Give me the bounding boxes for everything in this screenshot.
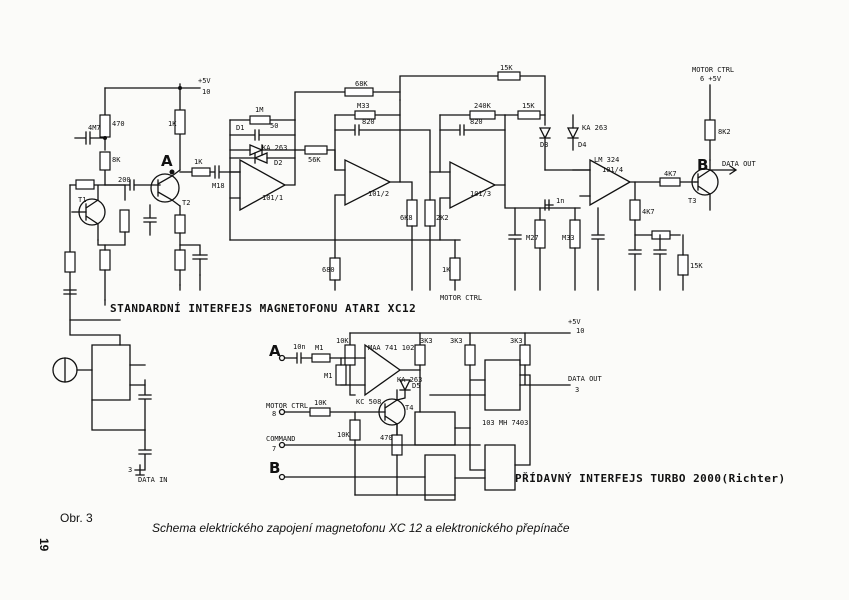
tape-connector-switch	[52, 319, 152, 476]
val-2k2: 2K2	[436, 214, 449, 222]
val-10k-c: 10K	[337, 431, 350, 439]
mid-supply-label: +5V	[568, 318, 581, 326]
ic-103-label: 103 MH 7403	[482, 419, 528, 427]
turbo2000-interface-circuit	[278, 332, 571, 501]
motor-ctrl-top-pin: 6 +5V	[700, 75, 722, 83]
val-1k: 1K	[168, 120, 177, 128]
data-out-bottom-label: DATA OUT	[568, 375, 603, 383]
standard-interface-circuit	[63, 71, 738, 321]
node-b-bottom: B	[269, 459, 280, 477]
val-m18: M18	[212, 182, 225, 190]
val-820a: 820	[362, 118, 375, 126]
command-label: COMMAND	[266, 435, 296, 443]
data-in-label: DATA IN	[138, 476, 168, 484]
val-56k: 56K	[308, 156, 321, 164]
val-820b: 820	[470, 118, 483, 126]
val-15k-b: 15K	[522, 102, 535, 110]
val-200: 200	[118, 176, 131, 184]
val-6k8: 6K8	[400, 214, 413, 222]
top-supply-label: +5V	[198, 77, 211, 85]
val-m1: M1	[315, 344, 323, 352]
figure-caption: Schema elektrického zapojení magnetofonu…	[152, 521, 570, 535]
val-m33b: M33	[562, 234, 575, 242]
val-10n: 10n	[293, 343, 306, 351]
kc508-label: KC 508	[356, 398, 381, 406]
turbo-interface-title: PŘÍDAVNÝ INTERFEJS TURBO 2000(Richter)	[515, 472, 786, 485]
val-3k3c: 3K3	[510, 337, 523, 345]
val-1k-mc: 1K	[442, 266, 451, 274]
val-240k: 240K	[474, 102, 492, 110]
data-out-bottom-pin: 3	[575, 386, 579, 394]
val-15k-c: 15K	[690, 262, 703, 270]
val-68k: 68K	[355, 80, 368, 88]
node-labels: A B A B	[161, 152, 708, 477]
data-out-top-label: DATA OUT	[722, 160, 757, 168]
page-number: 19	[37, 538, 51, 552]
val-3k3a: 3K3	[420, 337, 433, 345]
command-pin: 7	[272, 445, 276, 453]
val-470: 470	[112, 120, 125, 128]
device-labels: T1 T2 T3 T4 D1 D2 D3 D4 D5	[78, 124, 696, 412]
val-15k-top: 15K	[500, 64, 513, 72]
standard-interface-title: STANDARDNÍ INTERFEJS MAGNETOFONU ATARI X…	[110, 302, 416, 315]
ka263-d4-label: KA 263	[582, 124, 607, 132]
val-50: 50	[270, 122, 278, 130]
mid-supply-pin: 10	[576, 327, 584, 335]
val-1n: 1n	[556, 197, 564, 205]
top-supply-pin: 10	[202, 88, 210, 96]
d4-label: D4	[578, 141, 586, 149]
val-1k-b: 1K	[194, 158, 203, 166]
motor-ctrl-bottom-label: MOTOR CTRL	[266, 402, 308, 410]
opamp-101-4-label: 101/4	[602, 166, 623, 174]
ka263-d1-label: KA 263	[262, 144, 287, 152]
d3-label: D3	[540, 141, 548, 149]
opamp-101-2-label: 101/2	[368, 190, 389, 198]
node-a-top: A	[161, 152, 173, 170]
d5-label: D5	[412, 382, 420, 390]
d1-label: D1	[236, 124, 244, 132]
d2-label: D2	[274, 159, 282, 167]
val-470-b: 470	[380, 434, 393, 442]
opamp-101-1-label: 101/1	[262, 194, 283, 202]
val-8k: 8K	[112, 156, 121, 164]
t3-label: T3	[688, 197, 696, 205]
ic-labels: LM 324 101/1 101/2 101/3 101/4 MAA 741 1…	[262, 124, 623, 427]
node-b-top: B	[697, 156, 708, 174]
val-10k: 10K	[336, 337, 349, 345]
node-a-bottom: A	[269, 342, 281, 360]
val-3k3b: 3K3	[450, 337, 463, 345]
motor-ctrl-bottom-pin: 8	[272, 410, 276, 418]
t2-label: T2	[182, 199, 190, 207]
data-in-pin: 3	[128, 466, 132, 474]
component-values: 68K 15K 240K 15K M33 1M 470 4M7 1K 50 82…	[88, 64, 731, 442]
ka263-d5-label: KA 263	[397, 376, 422, 384]
lm324-label: LM 324	[594, 156, 619, 164]
opamp-101-3-label: 101/3	[470, 190, 491, 198]
val-1m: 1M	[255, 106, 263, 114]
val-m1b: M1	[324, 372, 332, 380]
val-4k7: 4K7	[642, 208, 655, 216]
t4-label: T4	[405, 404, 413, 412]
supply-labels: +5V 10 MOTOR CTRL 6 +5V DATA OUT MOTOR C…	[128, 66, 757, 484]
val-m27: M27	[526, 234, 539, 242]
t1-label: T1	[78, 196, 86, 204]
figure-number: Obr. 3	[60, 511, 93, 525]
val-4m7: 4M7	[88, 124, 101, 132]
val-8k2: 8K2	[718, 128, 731, 136]
val-m33: M33	[357, 102, 370, 110]
motor-ctrl-mid-label: MOTOR CTRL	[440, 294, 482, 302]
val-680: 680	[322, 266, 335, 274]
ic-102-label: MAA 741 102	[368, 344, 414, 352]
val-4k7b: 4K7	[664, 170, 677, 178]
motor-ctrl-top-label: MOTOR CTRL	[692, 66, 734, 74]
val-10k-b: 10K	[314, 399, 327, 407]
